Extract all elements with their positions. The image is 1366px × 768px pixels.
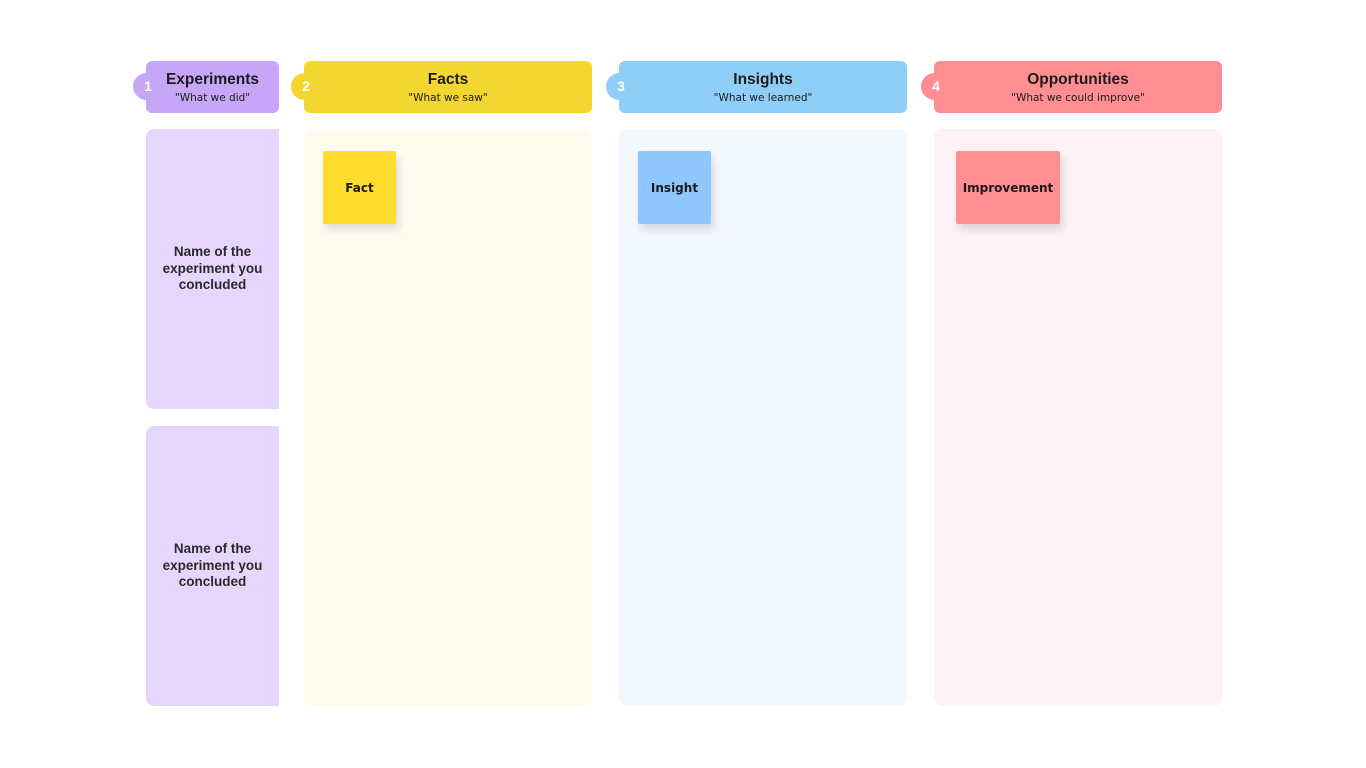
header-experiments[interactable]: Experiments "What we did"	[146, 61, 279, 113]
step-badge-1: 1	[133, 73, 160, 100]
header-title: Experiments	[165, 71, 260, 88]
header-title: Opportunities	[1027, 71, 1129, 88]
header-insights[interactable]: Insights "What we learned"	[619, 61, 907, 113]
header-subtitle: "What we saw"	[408, 92, 488, 104]
experiment-card[interactable]: Name of the experiment you concluded	[146, 129, 279, 409]
opportunities-column[interactable]	[934, 129, 1222, 706]
header-opportunities[interactable]: Opportunities "What we could improve"	[934, 61, 1222, 113]
header-subtitle: "What we learned"	[713, 92, 813, 104]
header-subtitle: "What we did"	[174, 92, 251, 104]
experiment-card-label: Name of the experiment you concluded	[162, 541, 263, 590]
step-badge-3: 3	[606, 73, 633, 100]
step-badge-2: 2	[291, 73, 318, 100]
sticky-note-insight[interactable]: Insight	[638, 151, 711, 224]
insights-column[interactable]	[619, 129, 907, 706]
experiment-card-label: Name of the experiment you concluded	[162, 244, 263, 293]
experiment-card[interactable]: Name of the experiment you concluded	[146, 426, 279, 706]
header-title: Facts	[427, 71, 469, 88]
sticky-note-improvement[interactable]: Improvement	[956, 151, 1060, 224]
step-badge-4: 4	[921, 73, 948, 100]
header-subtitle: "What we could improve"	[1011, 92, 1145, 104]
header-facts[interactable]: Facts "What we saw"	[304, 61, 592, 113]
facts-column[interactable]	[304, 129, 592, 706]
sticky-note-fact[interactable]: Fact	[323, 151, 396, 224]
header-title: Insights	[733, 71, 793, 88]
